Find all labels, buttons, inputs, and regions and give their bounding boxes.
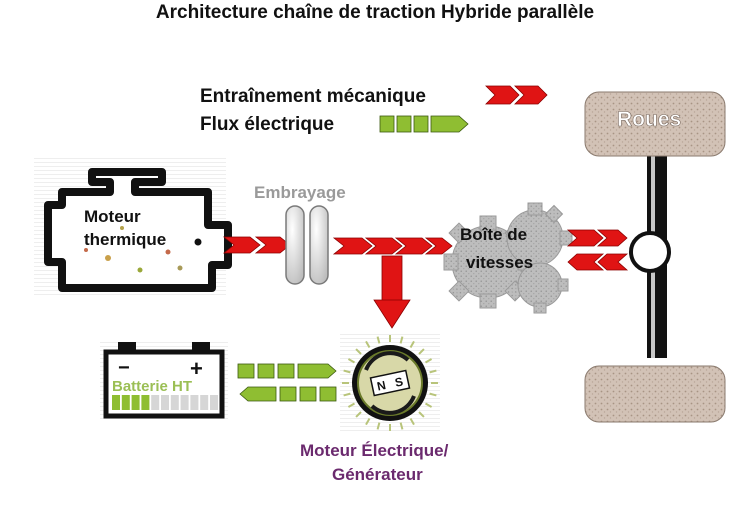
battery-charge-segment [190, 395, 199, 410]
gear-icon [517, 262, 569, 314]
electric-motor-generator: N S Moteur Électrique/ Générateur [300, 332, 449, 484]
battery-plus-icon: + [190, 356, 203, 381]
battery-charge-segment [121, 395, 130, 410]
motor-label-line1: Moteur Électrique/ [300, 441, 449, 460]
wheel-bottom-icon [584, 365, 726, 423]
battery-charge-segment [141, 395, 150, 410]
gearbox-label-line1: Boîte de [460, 225, 527, 244]
battery-charge-segment [131, 395, 140, 410]
battery-minus-icon: − [118, 357, 130, 379]
wheel-top-icon [584, 91, 726, 157]
mechanical-arrow-engine-to-clutch [222, 236, 291, 254]
battery: − + Batterie HT [100, 340, 228, 420]
battery-charge-segment [151, 395, 160, 410]
battery-charge-gauge [112, 395, 218, 410]
legend-electrical-label: Flux électrique [200, 114, 334, 135]
clutch-disc-icon [309, 205, 329, 285]
mechanical-arrow-shaft-to-motor [373, 255, 411, 329]
gearbox: Boîte de vitesses [443, 202, 573, 314]
legend-electrical-arrow-icon [379, 115, 469, 133]
battery-charge-segment [210, 395, 218, 410]
battery-charge-segment [170, 395, 179, 410]
electrical-arrow-motor-to-battery [239, 386, 337, 402]
engine-label-line1: Moteur [84, 207, 141, 226]
motor-pole-s: S [394, 374, 405, 389]
battery-charge-segment [112, 395, 120, 410]
motor-rays-icon [342, 335, 438, 431]
mechanical-arrow-axle-to-gearbox [567, 253, 629, 271]
motor-pole-n: N [376, 378, 387, 393]
battery-charge-segment [180, 395, 189, 410]
legend-mechanical-arrow-icon [485, 85, 548, 105]
clutch-label: Embrayage [254, 183, 346, 202]
combustion-engine: Moteur thermique [34, 158, 232, 298]
electrical-arrow-battery-to-motor [237, 363, 337, 379]
motor-label-line2: Générateur [332, 465, 423, 484]
wheels-label: Roues [617, 108, 681, 131]
battery-charge-segment [200, 395, 209, 410]
diagram-title: Architecture chaîne de traction Hybride … [156, 2, 594, 23]
axle-joint-icon [629, 231, 671, 273]
gearbox-label-line2: vitesses [466, 253, 533, 272]
gear-icon [506, 202, 573, 267]
mechanical-arrow-clutch-to-gearbox [332, 237, 453, 255]
engine-outline-icon [44, 168, 232, 292]
battery-label: Batterie HT [112, 378, 192, 395]
mechanical-arrow-gearbox-to-axle [566, 229, 628, 247]
engine-particles-icon [84, 226, 202, 273]
battery-charge-segment [161, 395, 169, 410]
engine-label-line2: thermique [84, 230, 166, 249]
clutch: Embrayage [254, 183, 346, 285]
legend: Entraînement mécanique Flux électrique [200, 85, 548, 135]
legend-mechanical-label: Entraînement mécanique [200, 86, 426, 107]
wheels-axle: Roues [584, 91, 726, 423]
clutch-disc-icon [285, 205, 305, 285]
